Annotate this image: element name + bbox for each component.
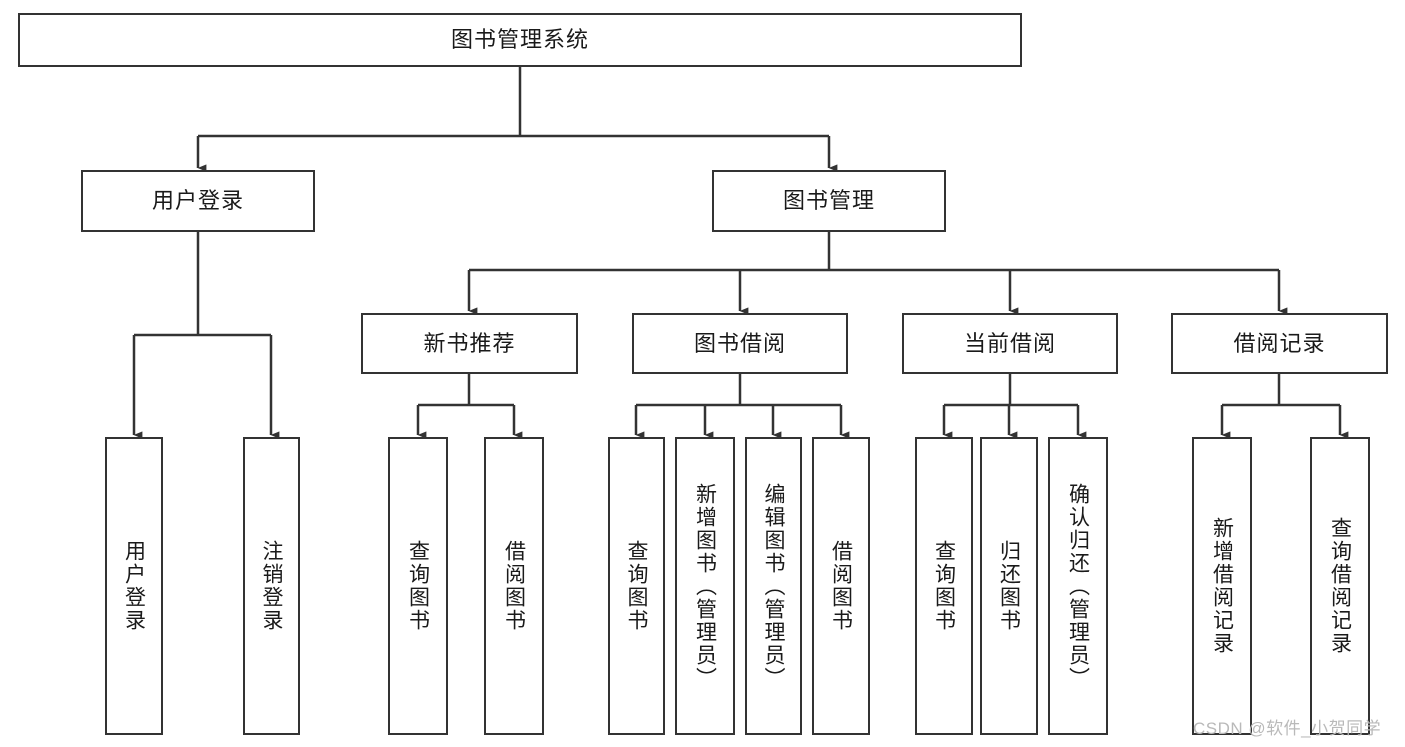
node-label: 查询图书 [625,540,648,632]
node-borrow-record[interactable]: 借阅记录 [1171,313,1388,374]
node-leaf-add-borrow-record[interactable]: 新增借阅记录 [1192,437,1252,735]
node-leaf-query-book-2[interactable]: 查询图书 [608,437,665,735]
node-current-borrow[interactable]: 当前借阅 [902,313,1118,374]
node-label: 用户登录 [151,188,244,214]
node-label: 新书推荐 [423,330,516,356]
node-leaf-borrow-book-2[interactable]: 借阅图书 [812,437,870,735]
node-leaf-query-borrow-record[interactable]: 查询借阅记录 [1310,437,1370,735]
node-book-borrow[interactable]: 图书借阅 [632,313,848,374]
node-leaf-edit-book[interactable]: 编辑图书（管理员） [745,437,802,735]
node-label: 新增借阅记录 [1210,517,1234,655]
node-label: 查询图书 [406,540,430,632]
node-label: 查询图书 [932,540,956,632]
node-label: 归还图书 [997,540,1021,632]
node-label: 借阅图书 [502,540,526,632]
node-leaf-query-book-3[interactable]: 查询图书 [915,437,973,735]
node-label: 新增图书（管理员） [693,482,717,690]
node-user-login[interactable]: 用户登录 [81,170,315,232]
node-label: 用户登录 [122,540,146,632]
node-leaf-return-book[interactable]: 归还图书 [980,437,1038,735]
node-label: 图书借阅 [693,330,786,356]
node-label: 注销登录 [260,540,283,632]
node-label: 图书管理 [782,188,875,214]
node-leaf-add-book[interactable]: 新增图书（管理员） [675,437,735,735]
node-leaf-user-login[interactable]: 用户登录 [105,437,163,735]
node-label: 查询借阅记录 [1328,517,1352,655]
node-label: 借阅记录 [1233,330,1326,356]
node-leaf-logout[interactable]: 注销登录 [243,437,300,735]
node-leaf-query-book-1[interactable]: 查询图书 [388,437,448,735]
node-leaf-borrow-book-1[interactable]: 借阅图书 [484,437,544,735]
node-book-management[interactable]: 图书管理 [712,170,946,232]
node-label: 编辑图书（管理员） [762,482,785,690]
node-label: 确认归还（管理员） [1066,482,1090,690]
node-label: 图书管理系统 [450,27,589,53]
node-new-book-recommend[interactable]: 新书推荐 [361,313,578,374]
node-root-system[interactable]: 图书管理系统 [18,13,1022,67]
node-label: 借阅图书 [829,540,853,632]
node-leaf-confirm-return[interactable]: 确认归还（管理员） [1048,437,1108,735]
node-label: 当前借阅 [963,330,1056,356]
